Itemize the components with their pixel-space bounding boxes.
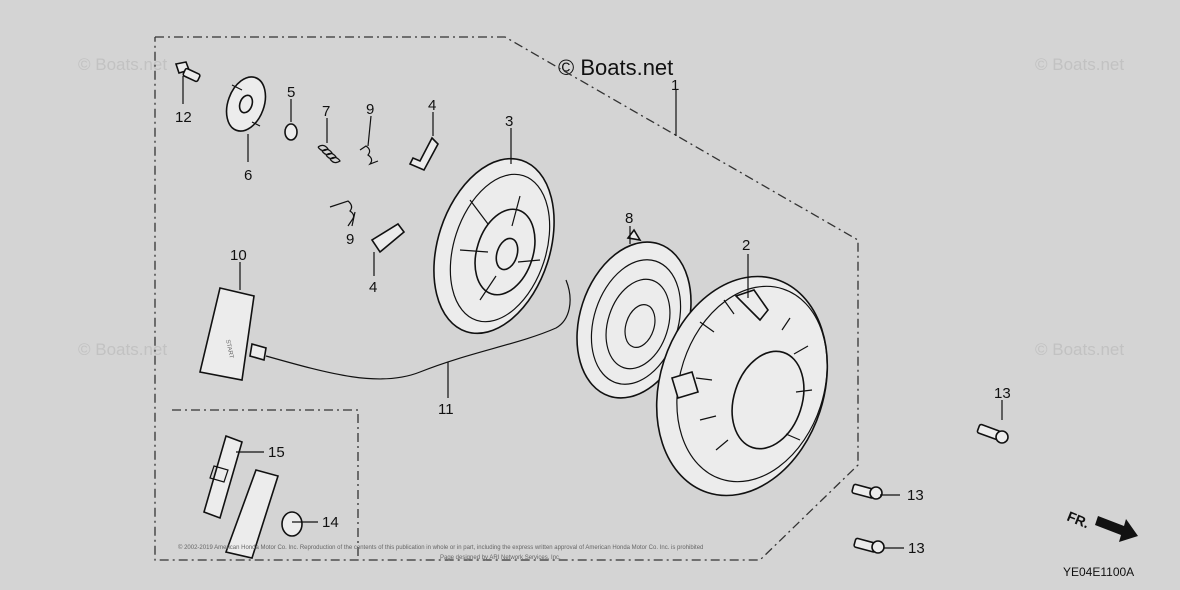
callout-labels: 1 2 3 4 4 5 6 7 8 9 9 10 11 12 13 13 13 … <box>175 77 1011 557</box>
part-10-start-handle: START <box>199 287 267 381</box>
front-arrow-icon <box>1095 516 1138 542</box>
diagram-code: YE04E1100A <box>1063 565 1134 579</box>
part-13-bolt <box>853 537 885 554</box>
front-label: FR. <box>1065 508 1092 531</box>
part-13-bolt <box>851 483 883 500</box>
copyright-notice-line2: Page designed by ARI Network Services, I… <box>440 555 561 561</box>
part-11-starter-rope <box>265 279 571 380</box>
callout-9: 9 <box>346 231 354 248</box>
callout-7: 7 <box>322 103 330 120</box>
watermark: © Boats.net <box>78 340 167 359</box>
part-9-spring <box>329 200 355 227</box>
part-12-bolt <box>174 61 201 83</box>
copyright-notice: © 2002-2019 American Honda Motor Co. Inc… <box>178 544 703 551</box>
part-15-handle-grip <box>203 434 243 520</box>
watermark: © Boats.net <box>1035 340 1124 359</box>
callout-4: 4 <box>428 97 436 114</box>
alternate-parts-boundary <box>172 409 359 560</box>
callout-4: 4 <box>369 279 377 296</box>
callout-13: 13 <box>907 487 924 504</box>
part-14-handle <box>224 469 303 559</box>
boats-net-watermark: © Boats.net <box>558 55 673 80</box>
callout-15: 15 <box>268 444 285 461</box>
part-3-reel <box>433 157 555 335</box>
callout-12: 12 <box>175 109 192 126</box>
part-13-bolt <box>976 423 1009 444</box>
callout-6: 6 <box>244 167 252 184</box>
part-9-spring <box>359 145 379 166</box>
callout-11: 11 <box>438 401 454 418</box>
callout-14: 14 <box>322 514 339 531</box>
part-6-ratchet <box>225 76 267 132</box>
assembly-boundary <box>154 36 859 561</box>
handle-label: START <box>224 339 234 359</box>
part-4-guide <box>408 136 439 172</box>
callout-3: 3 <box>505 113 513 130</box>
callout-5: 5 <box>287 84 295 101</box>
callout-2: 2 <box>742 237 750 254</box>
front-direction-indicator: FR. <box>1065 508 1138 542</box>
watermark: © Boats.net <box>78 55 167 74</box>
part-5-washer <box>284 123 298 141</box>
callout-9: 9 <box>366 101 374 118</box>
callout-13: 13 <box>994 385 1011 402</box>
callout-8: 8 <box>625 210 633 227</box>
part-7-spring <box>317 144 341 164</box>
leader-lines <box>182 76 1003 549</box>
callout-1: 1 <box>671 77 679 94</box>
callout-10: 10 <box>230 247 247 264</box>
part-4-guide <box>370 222 406 254</box>
watermark: © Boats.net <box>1035 55 1124 74</box>
callout-13: 13 <box>908 540 925 557</box>
